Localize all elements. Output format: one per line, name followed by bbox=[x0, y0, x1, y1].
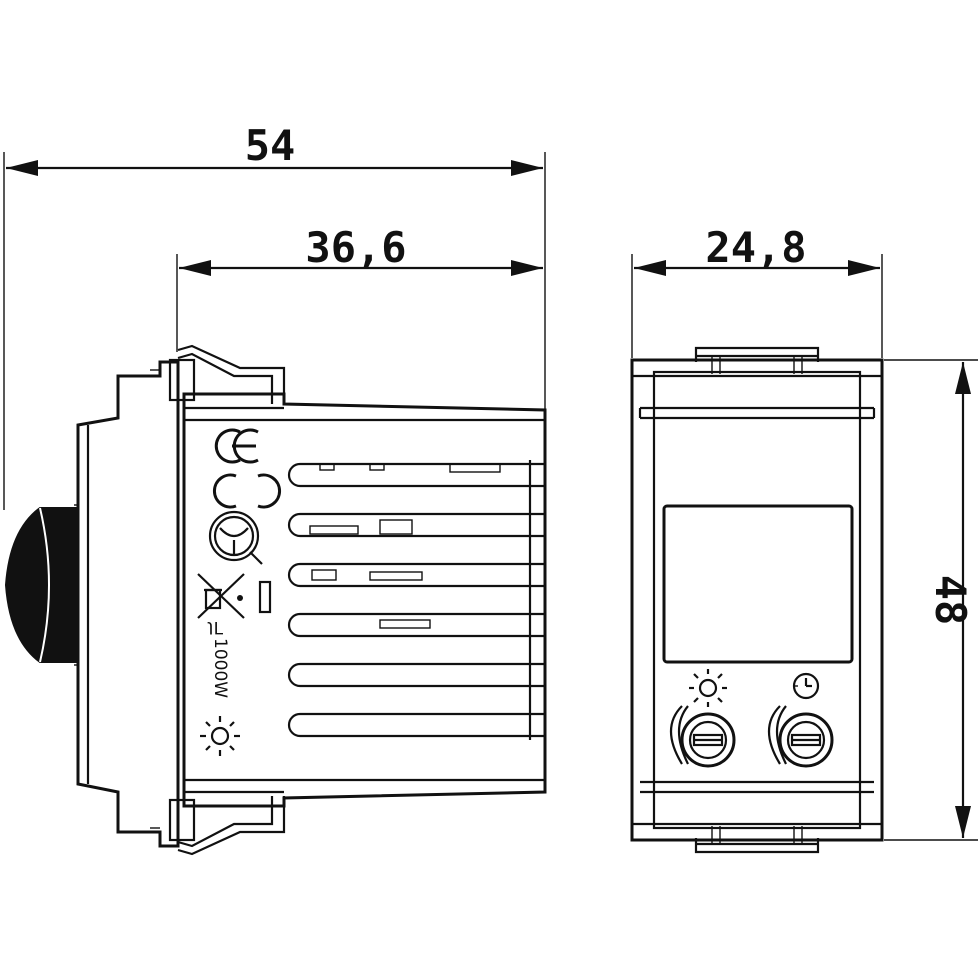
clock-icon bbox=[792, 672, 820, 700]
front-frame bbox=[630, 358, 884, 842]
c-tick-mark-icon bbox=[213, 473, 281, 509]
front-knob-1 bbox=[670, 669, 736, 768]
rating-label: 1000W bbox=[210, 638, 230, 698]
dim-label-body-depth: 36,6 bbox=[305, 223, 406, 272]
front-view bbox=[630, 346, 884, 854]
dimension-body-depth: 36,6 bbox=[176, 223, 543, 352]
dim-label-width: 24,8 bbox=[705, 223, 806, 272]
dimmer-knob bbox=[4, 507, 79, 663]
phase-symbol-icon: ⅂Ɩ bbox=[208, 617, 223, 637]
cooling-slots bbox=[287, 460, 545, 740]
dim-label-height: 48 bbox=[926, 575, 975, 626]
lamp-symbol-icon bbox=[208, 510, 263, 565]
top-clip bbox=[168, 344, 286, 404]
front-plate bbox=[76, 360, 180, 848]
dimension-overall-depth: 54 bbox=[3, 121, 546, 510]
display-window bbox=[662, 504, 854, 664]
bottom-clip bbox=[168, 796, 286, 856]
dimension-height: 48 bbox=[884, 359, 978, 841]
weee-bin-icon bbox=[197, 573, 272, 619]
front-knob-2 bbox=[768, 672, 834, 768]
sun-icon bbox=[200, 716, 240, 756]
dimension-width: 24,8 bbox=[631, 223, 883, 358]
main-body bbox=[182, 392, 547, 808]
sun-icon bbox=[689, 669, 727, 707]
dim-label-overall-depth: 54 bbox=[245, 121, 296, 170]
side-view: ⅂Ɩ 1000W bbox=[4, 344, 547, 856]
rating-marking: ⅂Ɩ 1000W bbox=[208, 617, 230, 698]
ce-mark-icon bbox=[214, 428, 259, 464]
